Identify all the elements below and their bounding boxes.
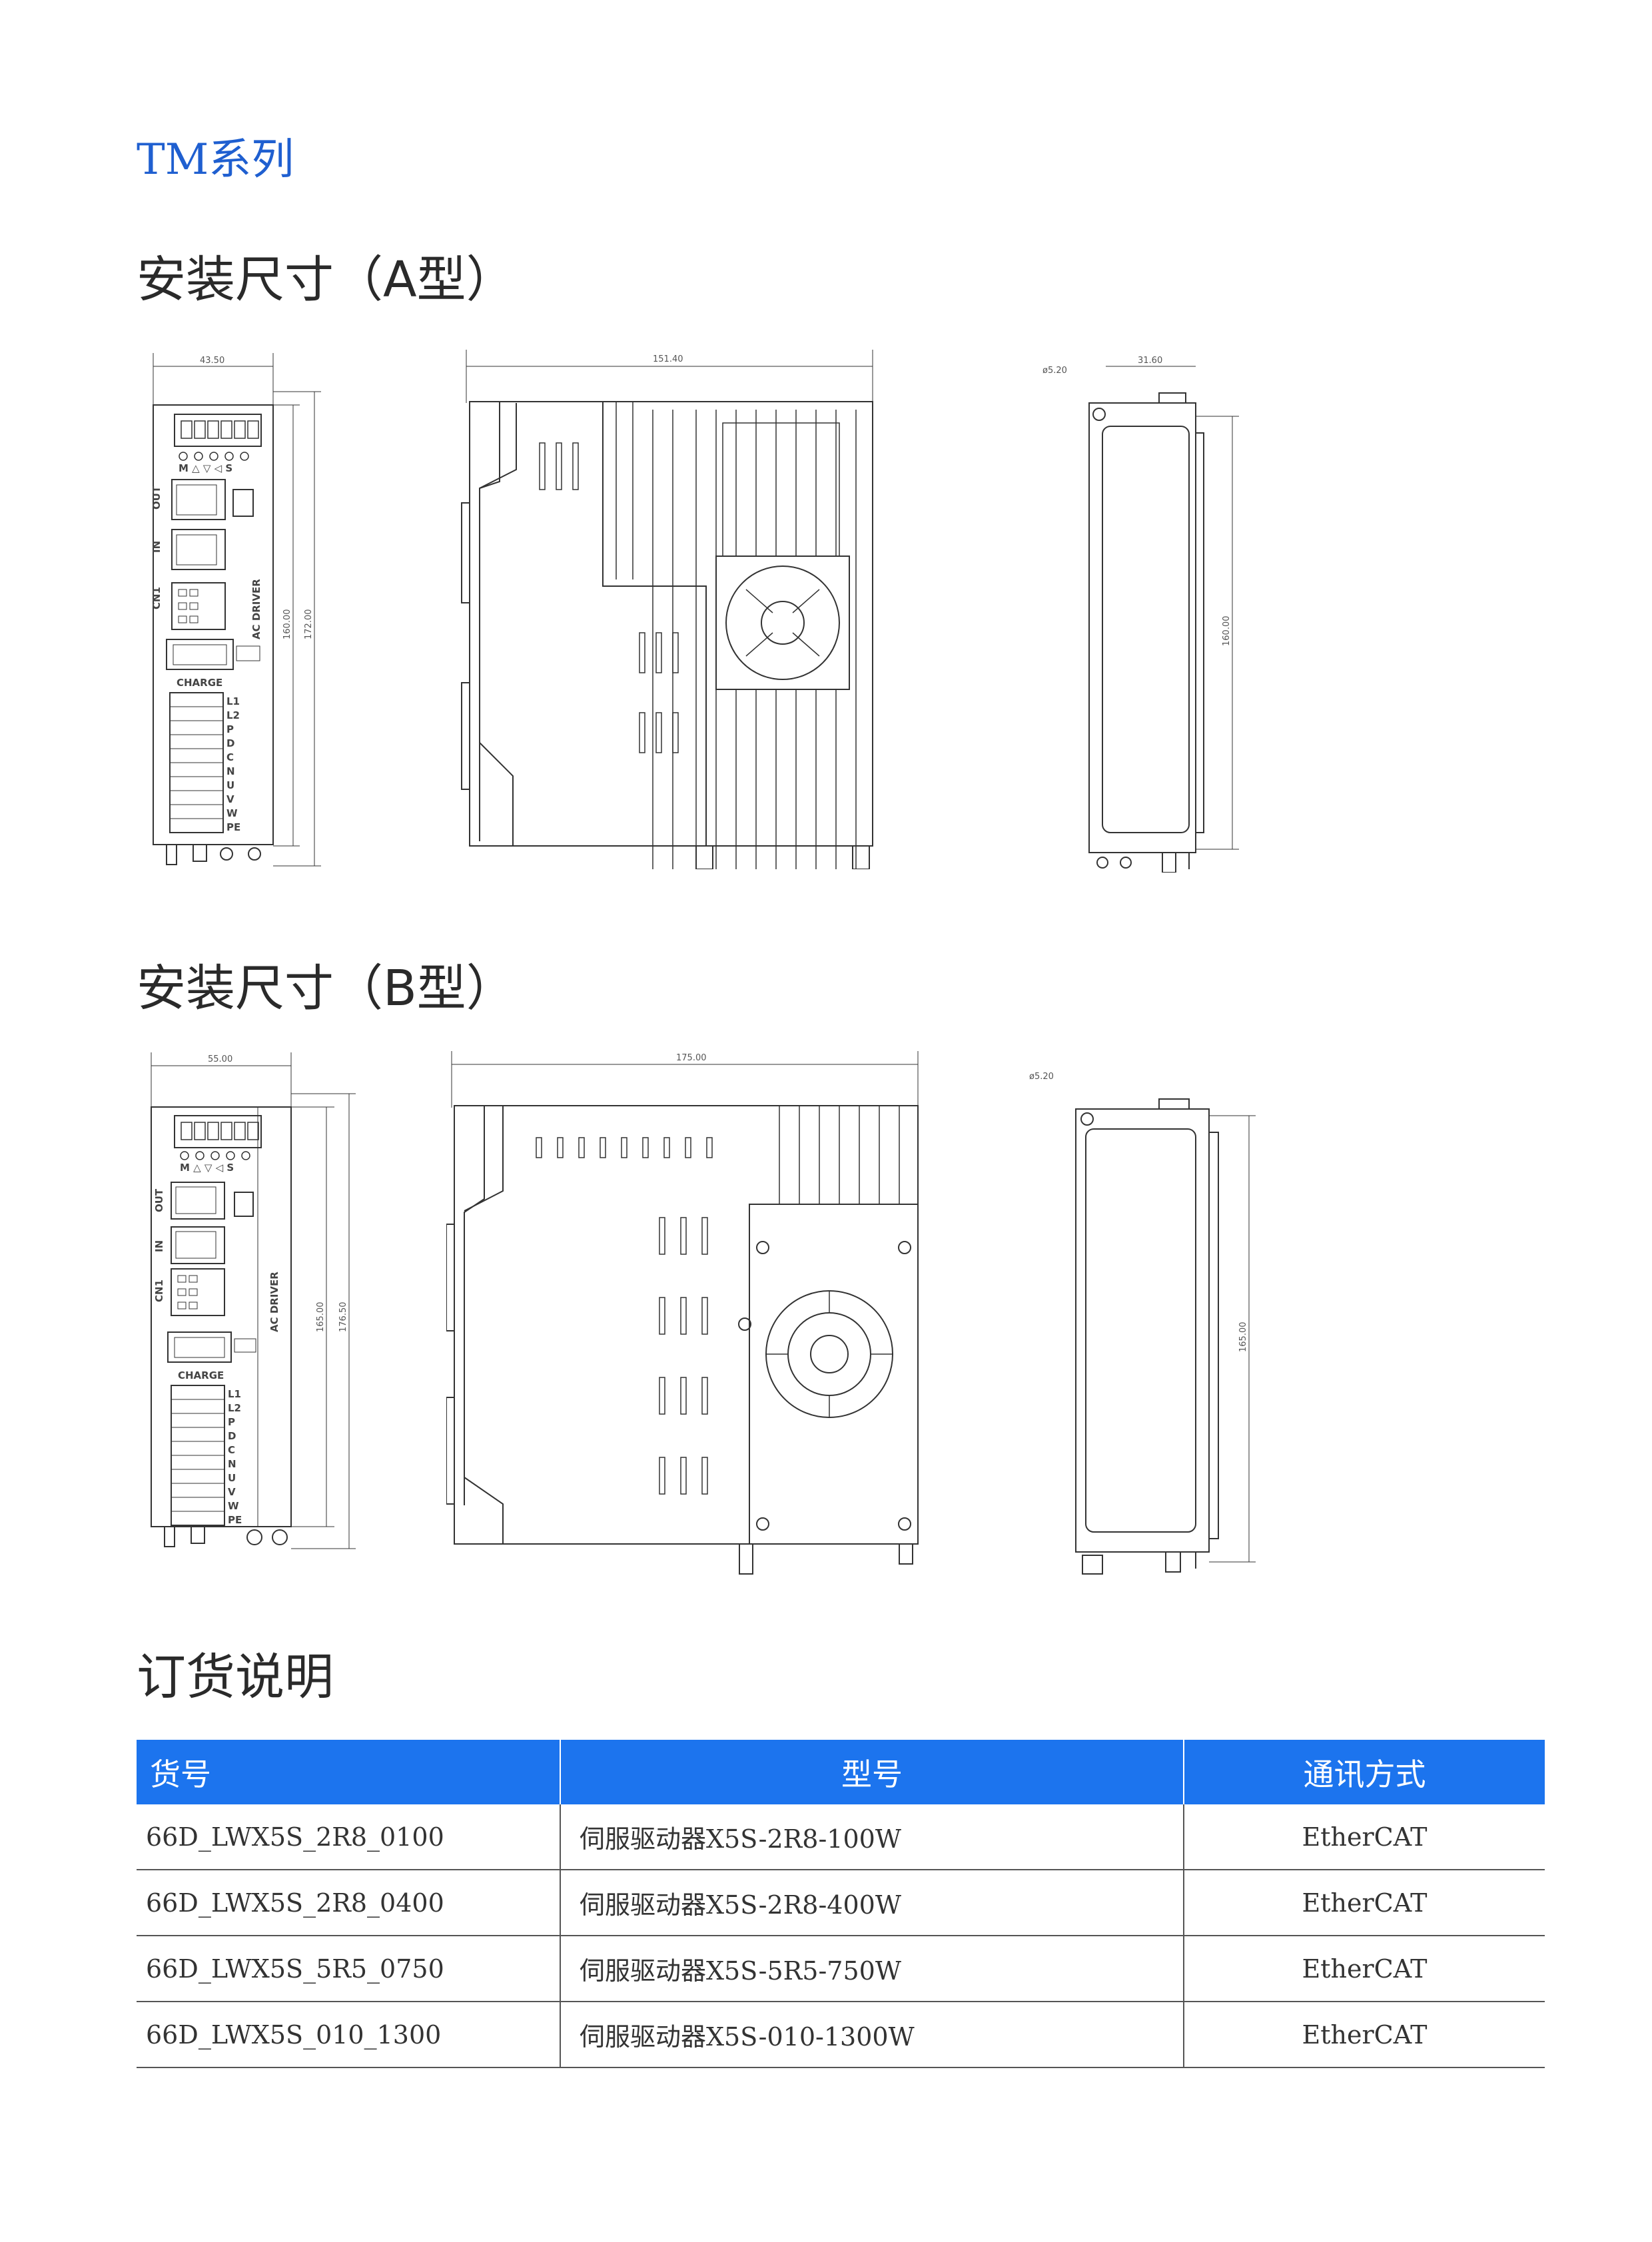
terminal-label: U — [226, 779, 234, 791]
terminal-label: U — [228, 1472, 236, 1484]
terminal-label: N — [226, 765, 235, 777]
terminal-label: W — [228, 1500, 239, 1512]
cell-item-number: 66D_LWX5S_5R5_0750 — [137, 1936, 561, 2002]
cell-item-number: 66D_LWX5S_2R8_0400 — [137, 1870, 561, 1936]
table-row: 66D_LWX5S_5R5_0750 伺服驱动器X5S-5R5-750W Eth… — [137, 1936, 1545, 2002]
drawing-b-side: 175.00 — [446, 1051, 933, 1584]
section-title-a: 安装尺寸（A型） — [137, 251, 516, 308]
dim-a-front-width: 43.50 — [200, 356, 224, 366]
cell-model: 伺服驱动器X5S-2R8-400W — [560, 1870, 1184, 1936]
header-communication: 通讯方式 — [1184, 1740, 1545, 1804]
drawing-a-front: 43.50 M △ ▽ ◁ S OUT IN CN1 AC DRIVER CHA… — [147, 353, 340, 873]
terminal-label: L2 — [228, 1402, 241, 1414]
cell-item-number: 66D_LWX5S_010_1300 — [137, 2002, 561, 2068]
table-row: 66D_LWX5S_2R8_0400 伺服驱动器X5S-2R8-400W Eth… — [137, 1870, 1545, 1936]
terminal-label: C — [226, 751, 234, 763]
order-title: 订货说明 — [137, 1649, 334, 1706]
terminal-label: L1 — [226, 695, 240, 707]
terminal-label: V — [226, 793, 234, 805]
table-header-row: 货号 型号 通讯方式 — [137, 1740, 1545, 1804]
terminal-label: PE — [228, 1514, 242, 1526]
series-title: TM系列 — [137, 135, 294, 185]
dim-b-back-height: 165.00 — [1238, 1322, 1248, 1353]
cell-item-number: 66D_LWX5S_2R8_0100 — [137, 1804, 561, 1870]
cell-communication: EtherCAT — [1184, 2002, 1545, 2068]
terminal-label: P — [228, 1416, 235, 1428]
header-model: 型号 — [560, 1740, 1184, 1804]
terminal-label: W — [226, 807, 238, 819]
keys-label-b: M △ ▽ ◁ S — [180, 1162, 234, 1174]
label-charge-b: CHARGE — [178, 1369, 224, 1381]
terminal-label: L1 — [228, 1388, 241, 1400]
section-title-b: 安装尺寸（B型） — [137, 960, 516, 1017]
label-in-a: IN — [151, 541, 163, 553]
label-cn1-a: CN1 — [151, 587, 163, 609]
table-row: 66D_LWX5S_010_1300 伺服驱动器X5S-010-1300W Et… — [137, 2002, 1545, 2068]
dim-b-back-hole: ø5.20 — [1029, 1072, 1054, 1082]
label-charge-a: CHARGE — [177, 677, 222, 689]
drawing-a-back: ø5.20 31.60 160.00 — [1039, 353, 1259, 873]
terminal-label: L2 — [226, 709, 240, 721]
terminal-label: PE — [226, 821, 240, 833]
cell-model: 伺服驱动器X5S-5R5-750W — [560, 1936, 1184, 2002]
terminal-label: D — [226, 737, 234, 749]
terminal-label: D — [228, 1430, 236, 1442]
dim-b-front-inner: 165.00 — [316, 1302, 326, 1333]
drawing-b-back: ø5.20 165.00 — [1026, 1059, 1272, 1585]
dim-b-front-width: 55.00 — [208, 1054, 232, 1064]
terminal-label: N — [228, 1458, 236, 1470]
dim-a-back-width: 31.60 — [1138, 356, 1162, 366]
cell-communication: EtherCAT — [1184, 1870, 1545, 1936]
cell-communication: EtherCAT — [1184, 1936, 1545, 2002]
dim-a-front-inner: 160.00 — [282, 609, 292, 640]
terminal-label: P — [226, 723, 234, 735]
dim-a-back-height: 160.00 — [1222, 616, 1232, 647]
cell-model: 伺服驱动器X5S-2R8-100W — [560, 1804, 1184, 1870]
label-driver-a: AC DRIVER — [250, 579, 262, 639]
cell-communication: EtherCAT — [1184, 1804, 1545, 1870]
header-item-number: 货号 — [137, 1740, 561, 1804]
label-in-b: IN — [153, 1240, 165, 1252]
dim-a-front-outer: 172.00 — [304, 609, 314, 640]
dim-a-side-width: 151.40 — [653, 354, 683, 364]
terminal-label: V — [228, 1486, 236, 1498]
label-cn1-b: CN1 — [153, 1280, 165, 1302]
terminal-label: C — [228, 1444, 235, 1456]
keys-label-a: M △ ▽ ◁ S — [179, 462, 232, 474]
label-driver-b: AC DRIVER — [268, 1272, 280, 1332]
dim-a-back-hole: ø5.20 — [1042, 366, 1067, 376]
dim-b-side-width: 175.00 — [676, 1053, 707, 1063]
drawing-a-side: 151.40 — [460, 350, 886, 869]
table-row: 66D_LWX5S_2R8_0100 伺服驱动器X5S-2R8-100W Eth… — [137, 1804, 1545, 1870]
dim-b-front-outer: 176.50 — [338, 1302, 348, 1333]
drawing-b-front: 55.00 M △ ▽ ◁ S OUT IN CN1 AC DRIVER CHA… — [141, 1052, 361, 1585]
cell-model: 伺服驱动器X5S-010-1300W — [560, 2002, 1184, 2068]
label-out-a: OUT — [151, 486, 163, 510]
label-out-b: OUT — [153, 1188, 165, 1212]
order-table: 货号 型号 通讯方式 66D_LWX5S_2R8_0100 伺服驱动器X5S-2… — [137, 1740, 1545, 2068]
